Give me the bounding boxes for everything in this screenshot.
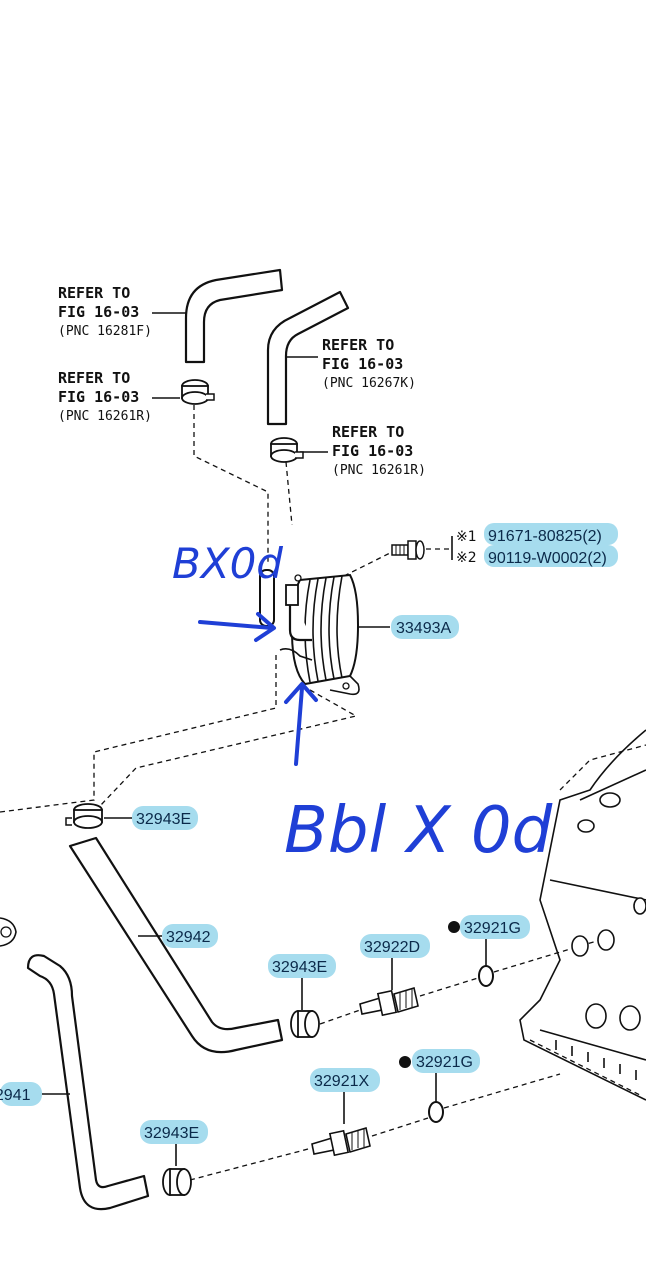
bolt-icon bbox=[391, 540, 425, 560]
label-hose-left: 32941 bbox=[0, 1082, 42, 1106]
bolt-note-1-part: 91671-80825(2) bbox=[488, 528, 602, 545]
gasket-upper-icon bbox=[478, 965, 494, 987]
label-gasket-upper-text: 32921G bbox=[464, 920, 521, 937]
handwriting-arrow-top bbox=[198, 612, 276, 642]
ref-1-pnc: (PNC 16281F) bbox=[58, 324, 152, 339]
union-lower-icon bbox=[311, 1126, 371, 1157]
reference-callout-2: REFER TO FIG 16-03 (PNC 16267K) bbox=[286, 336, 416, 391]
ref-2-line1: REFER TO bbox=[322, 336, 394, 354]
bolt-note-1-marker: ※1 bbox=[456, 529, 477, 545]
reference-callout-1: REFER TO FIG 16-03 (PNC 16281F) bbox=[58, 284, 186, 339]
bolt-note-2: ※2 90119-W0002(2) bbox=[456, 545, 618, 567]
label-clamp-top-text: 32943E bbox=[136, 811, 191, 828]
clamp-bottom-icon bbox=[162, 1168, 192, 1196]
upper-hose-left bbox=[184, 268, 284, 364]
upper-hose-right bbox=[266, 290, 350, 426]
oil-cooler-icon bbox=[259, 569, 360, 696]
hose-32942 bbox=[68, 836, 284, 1054]
ref-4-pnc: (PNC 16261R) bbox=[332, 463, 426, 478]
reference-callout-3: REFER TO FIG 16-03 (PNC 16261R) bbox=[58, 369, 180, 424]
union-upper-icon bbox=[359, 986, 419, 1017]
handwriting-arrow-bottom bbox=[284, 682, 318, 766]
ref-3-line1: REFER TO bbox=[58, 369, 130, 387]
label-union-lower-text: 32921X bbox=[314, 1073, 369, 1090]
clamp-upper-left-icon bbox=[181, 379, 215, 405]
ref-1-line2: FIG 16-03 bbox=[58, 303, 139, 321]
ref-4-line1: REFER TO bbox=[332, 423, 404, 441]
label-clamp-mid: 32943E bbox=[268, 954, 336, 978]
label-cooler-text: 33493A bbox=[396, 620, 451, 637]
clamp-upper-right-icon bbox=[270, 437, 304, 463]
bolt-note-2-marker: ※2 bbox=[456, 550, 477, 566]
label-hose-left-text: 32941 bbox=[0, 1087, 31, 1104]
ref-2-pnc: (PNC 16267K) bbox=[322, 376, 416, 391]
label-clamp-bottom-text: 32943E bbox=[144, 1125, 199, 1142]
transmission-housing-icon bbox=[519, 729, 646, 1101]
bolt-note-2-part: 90119-W0002(2) bbox=[488, 550, 607, 567]
handwriting-bottom: Bbl X 0d bbox=[284, 794, 553, 868]
gasket-lower-icon bbox=[428, 1101, 444, 1123]
ref-3-line2: FIG 16-03 bbox=[58, 388, 139, 406]
label-clamp-mid-text: 32943E bbox=[272, 959, 327, 976]
bolt-note-1: ※1 91671-80825(2) bbox=[456, 523, 618, 545]
label-hose-mid: 32942 bbox=[162, 924, 218, 948]
handwriting-top-text: BX0d bbox=[172, 539, 283, 588]
label-cooler: 33493A bbox=[391, 615, 459, 639]
label-union-upper: 32922D bbox=[360, 934, 430, 958]
label-gasket-lower: 32921G bbox=[412, 1049, 480, 1073]
ref-3-pnc: (PNC 16261R) bbox=[58, 409, 152, 424]
handwriting-top: BX0d bbox=[172, 539, 283, 588]
reference-callout-4: REFER TO FIG 16-03 (PNC 16261R) bbox=[300, 423, 426, 478]
label-union-lower: 32921X bbox=[310, 1068, 380, 1092]
clamp-top-icon bbox=[65, 803, 103, 829]
label-clamp-bottom: 32943E bbox=[140, 1120, 208, 1144]
ref-1-line1: REFER TO bbox=[58, 284, 130, 302]
label-gasket-lower-text: 32921G bbox=[416, 1054, 473, 1071]
ref-4-line2: FIG 16-03 bbox=[332, 442, 413, 460]
hose-32941 bbox=[26, 954, 150, 1211]
label-hose-mid-text: 32942 bbox=[166, 929, 211, 946]
label-union-upper-text: 32922D bbox=[364, 939, 420, 956]
ref-2-line2: FIG 16-03 bbox=[322, 355, 403, 373]
handwriting-bottom-text: Bbl X 0d bbox=[284, 794, 553, 868]
label-gasket-upper: 32921G bbox=[460, 915, 530, 939]
label-clamp-top: 32943E bbox=[132, 806, 198, 830]
clamp-mid-icon bbox=[290, 1010, 320, 1038]
